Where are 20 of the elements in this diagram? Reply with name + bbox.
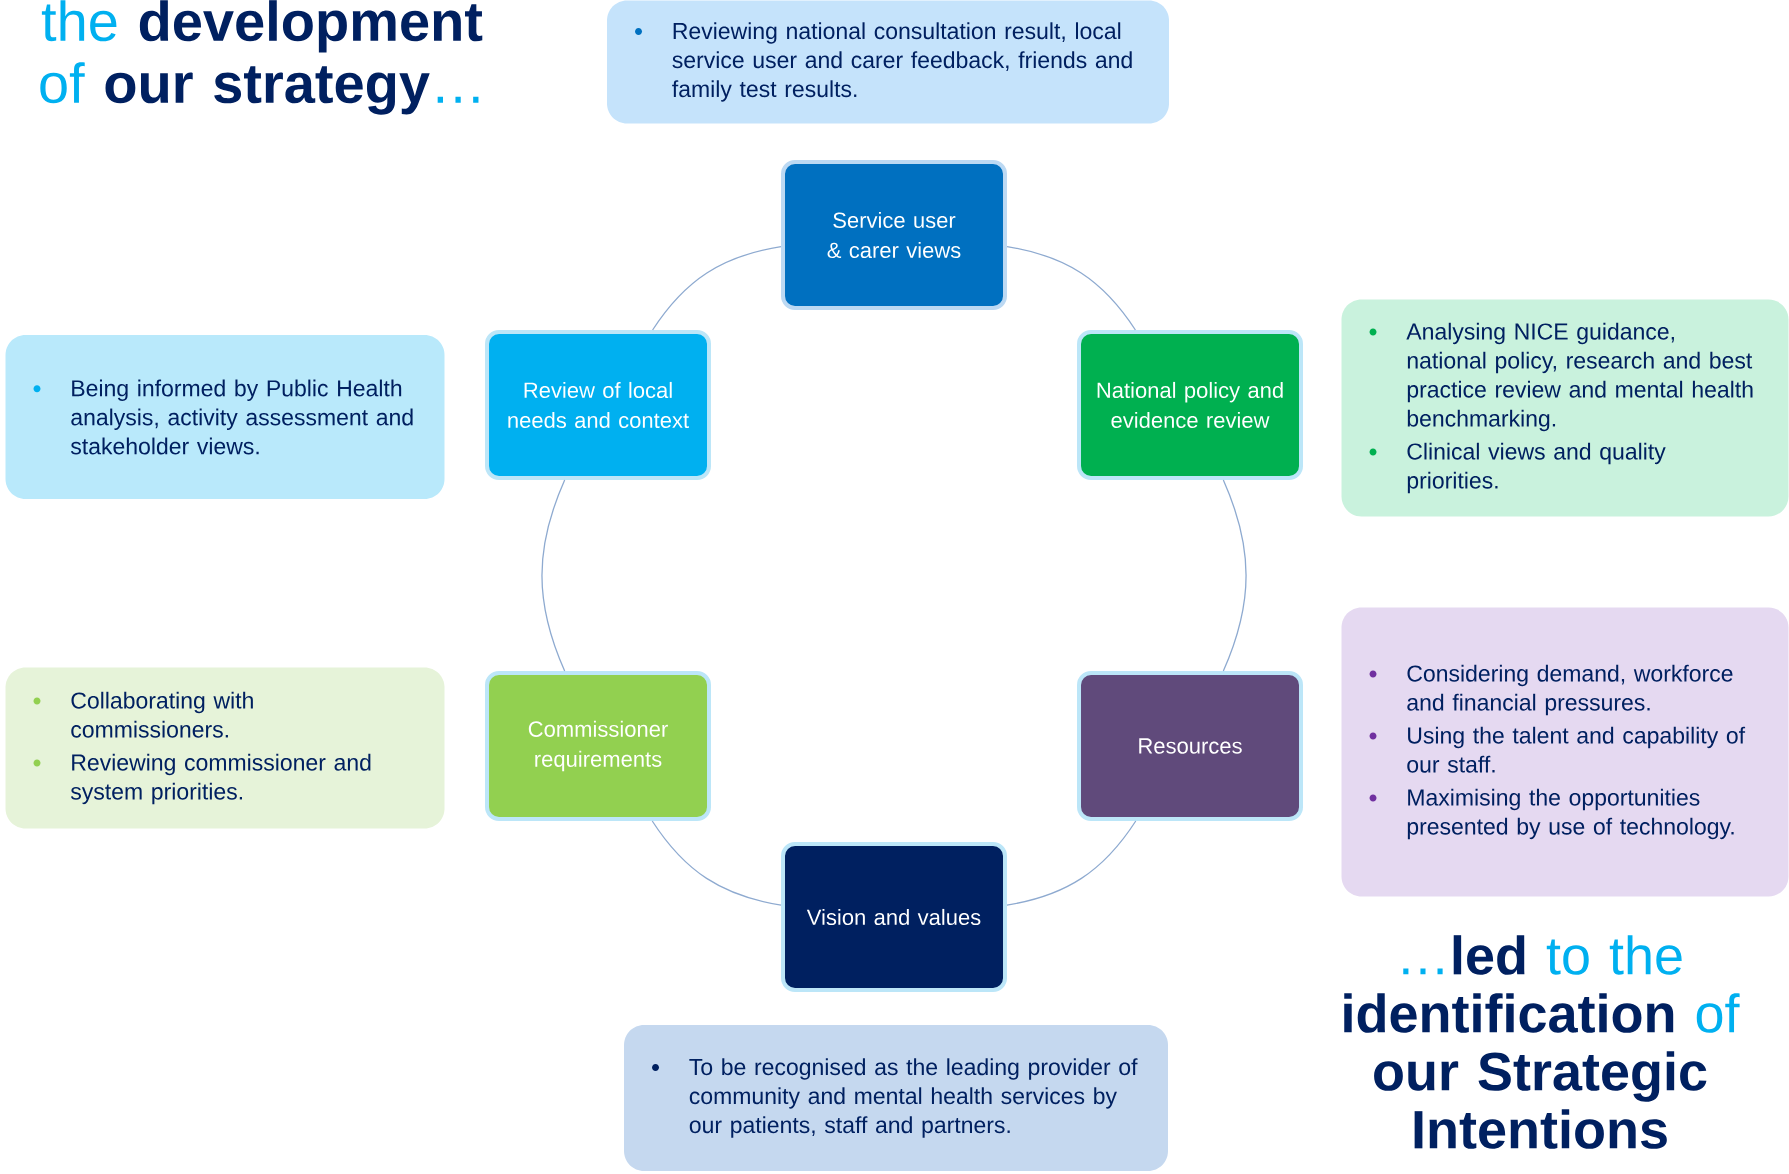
note-box: Collaborating with commissioners. Reviewing commissioner and system priorities.: [5, 667, 445, 829]
arc-connector: [1006, 820, 1137, 906]
note-box: Analysing NICE guidance, national policy, research and best practice review and mental health benchmarking. Clinical views and quality priorities.: [1341, 299, 1789, 517]
arc-connector: [1006, 245, 1137, 331]
process-box: Review of local needs and context: [485, 330, 711, 480]
arc-connector: [541, 479, 566, 672]
arc-connector: [651, 245, 782, 331]
note-box: To be recognised as the leading provider of community and mental health services by our patients, staff and partners.: [624, 1025, 1168, 1171]
note-box: Being informed by Public Health analysis, activity assessment and stakeholder views.: [5, 335, 445, 499]
note-box: Considering demand, workforce and financial pressures. Using the talent and capability of our staff. Maximising the opportunities presented by use of technology.: [1341, 607, 1789, 897]
process-box: Commissioner requirements: [485, 671, 711, 821]
process-box: Vision and values: [781, 842, 1007, 992]
process-box: National policy and evidence review: [1077, 330, 1303, 480]
note-box: Reviewing national consultation result, local service user and carer feedback, friends and family test results.: [607, 0, 1169, 124]
closing-text: …led to the identification of our Strategic Intentions: [1344, 935, 1740, 1149]
arc-connector: [651, 820, 782, 906]
arc-connector: [1222, 479, 1247, 672]
process-box: Service user & carer views: [781, 160, 1007, 310]
process-box: Resources: [1077, 671, 1303, 821]
title: the development of our strategy…: [40, 0, 483, 115]
